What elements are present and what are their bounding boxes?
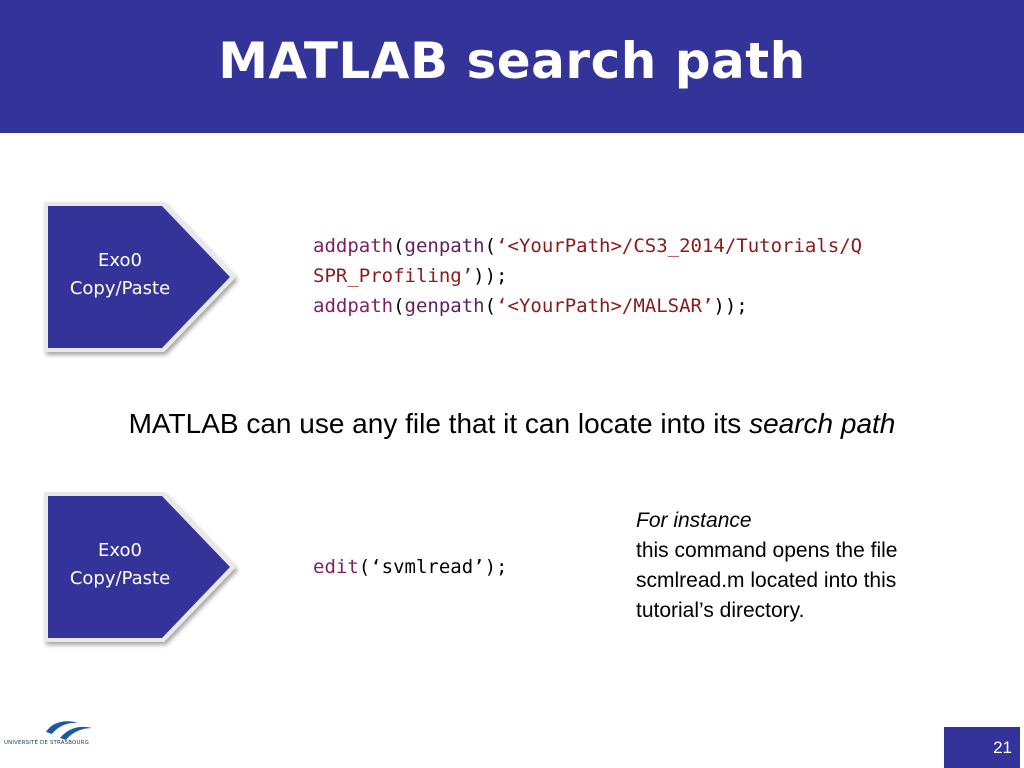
code-function: edit: [313, 556, 359, 578]
note-line: scmlread.m located into this: [636, 569, 897, 592]
code-string: ‘<YourPath>/CS3_2014/Tutorials/Q: [496, 235, 863, 257]
code-function: genpath: [404, 235, 485, 257]
code-paren: ));: [713, 295, 748, 317]
logo-swoosh-icon: [46, 721, 92, 740]
code-function: addpath: [313, 295, 394, 317]
university-logo: UNIVERSITÉ DE STRASBOURG: [4, 718, 104, 760]
exercise-action: Copy/Paste: [69, 278, 171, 299]
note-line: tutorial’s directory.: [636, 599, 805, 622]
note-heading: For instance: [636, 509, 752, 532]
code-function: addpath: [313, 235, 394, 257]
example-note: For instance this command opens the file…: [636, 506, 996, 626]
code-args: (‘svmlread’);: [358, 556, 508, 578]
logo-text: UNIVERSITÉ DE STRASBOURG: [4, 740, 89, 746]
code-string: SPR_Profiling’: [313, 265, 474, 287]
code-string: ‘<YourPath>/MALSAR’: [496, 295, 714, 317]
code-paren: ));: [473, 265, 508, 287]
title-bar: MATLAB search path: [0, 0, 1024, 133]
page-number-box: 21: [944, 727, 1020, 768]
code-line-3: addpath(genpath(‘<YourPath>/MALSAR’));: [313, 295, 748, 317]
code-block-addpath: addpath(genpath(‘<YourPath>/CS3_2014/Tut…: [313, 231, 862, 321]
code-block-edit: edit(‘svmlread’);: [313, 552, 507, 582]
code-paren: (: [484, 295, 497, 317]
search-path-statement: MATLAB can use any file that it can loca…: [0, 408, 1024, 440]
exercise-chevron-1: Exo0 Copy/Paste: [40, 200, 240, 360]
code-function: genpath: [404, 295, 485, 317]
statement-emphasis: search path: [749, 408, 896, 439]
code-line-1: addpath(genpath(‘<YourPath>/CS3_2014/Tut…: [313, 235, 862, 257]
chevron-arrow-icon: [44, 202, 236, 352]
exercise-action: Copy/Paste: [69, 568, 171, 589]
code-line-2: SPR_Profiling’));: [313, 265, 507, 287]
chevron-label: Exo0 Copy/Paste: [44, 200, 196, 350]
slide-title: MATLAB search path: [218, 31, 806, 90]
exercise-name: Exo0: [98, 540, 142, 561]
code-paren: (: [484, 235, 497, 257]
page-number: 21: [993, 737, 1012, 757]
code-paren: (: [393, 235, 405, 257]
chevron-label: Exo0 Copy/Paste: [44, 490, 196, 640]
note-line: this command opens the file: [636, 539, 898, 562]
exercise-name: Exo0: [98, 250, 142, 271]
chevron-arrow-icon: [44, 492, 236, 642]
exercise-chevron-2: Exo0 Copy/Paste: [40, 490, 240, 650]
statement-text: MATLAB can use any file that it can loca…: [128, 408, 750, 439]
code-paren: (: [393, 295, 405, 317]
